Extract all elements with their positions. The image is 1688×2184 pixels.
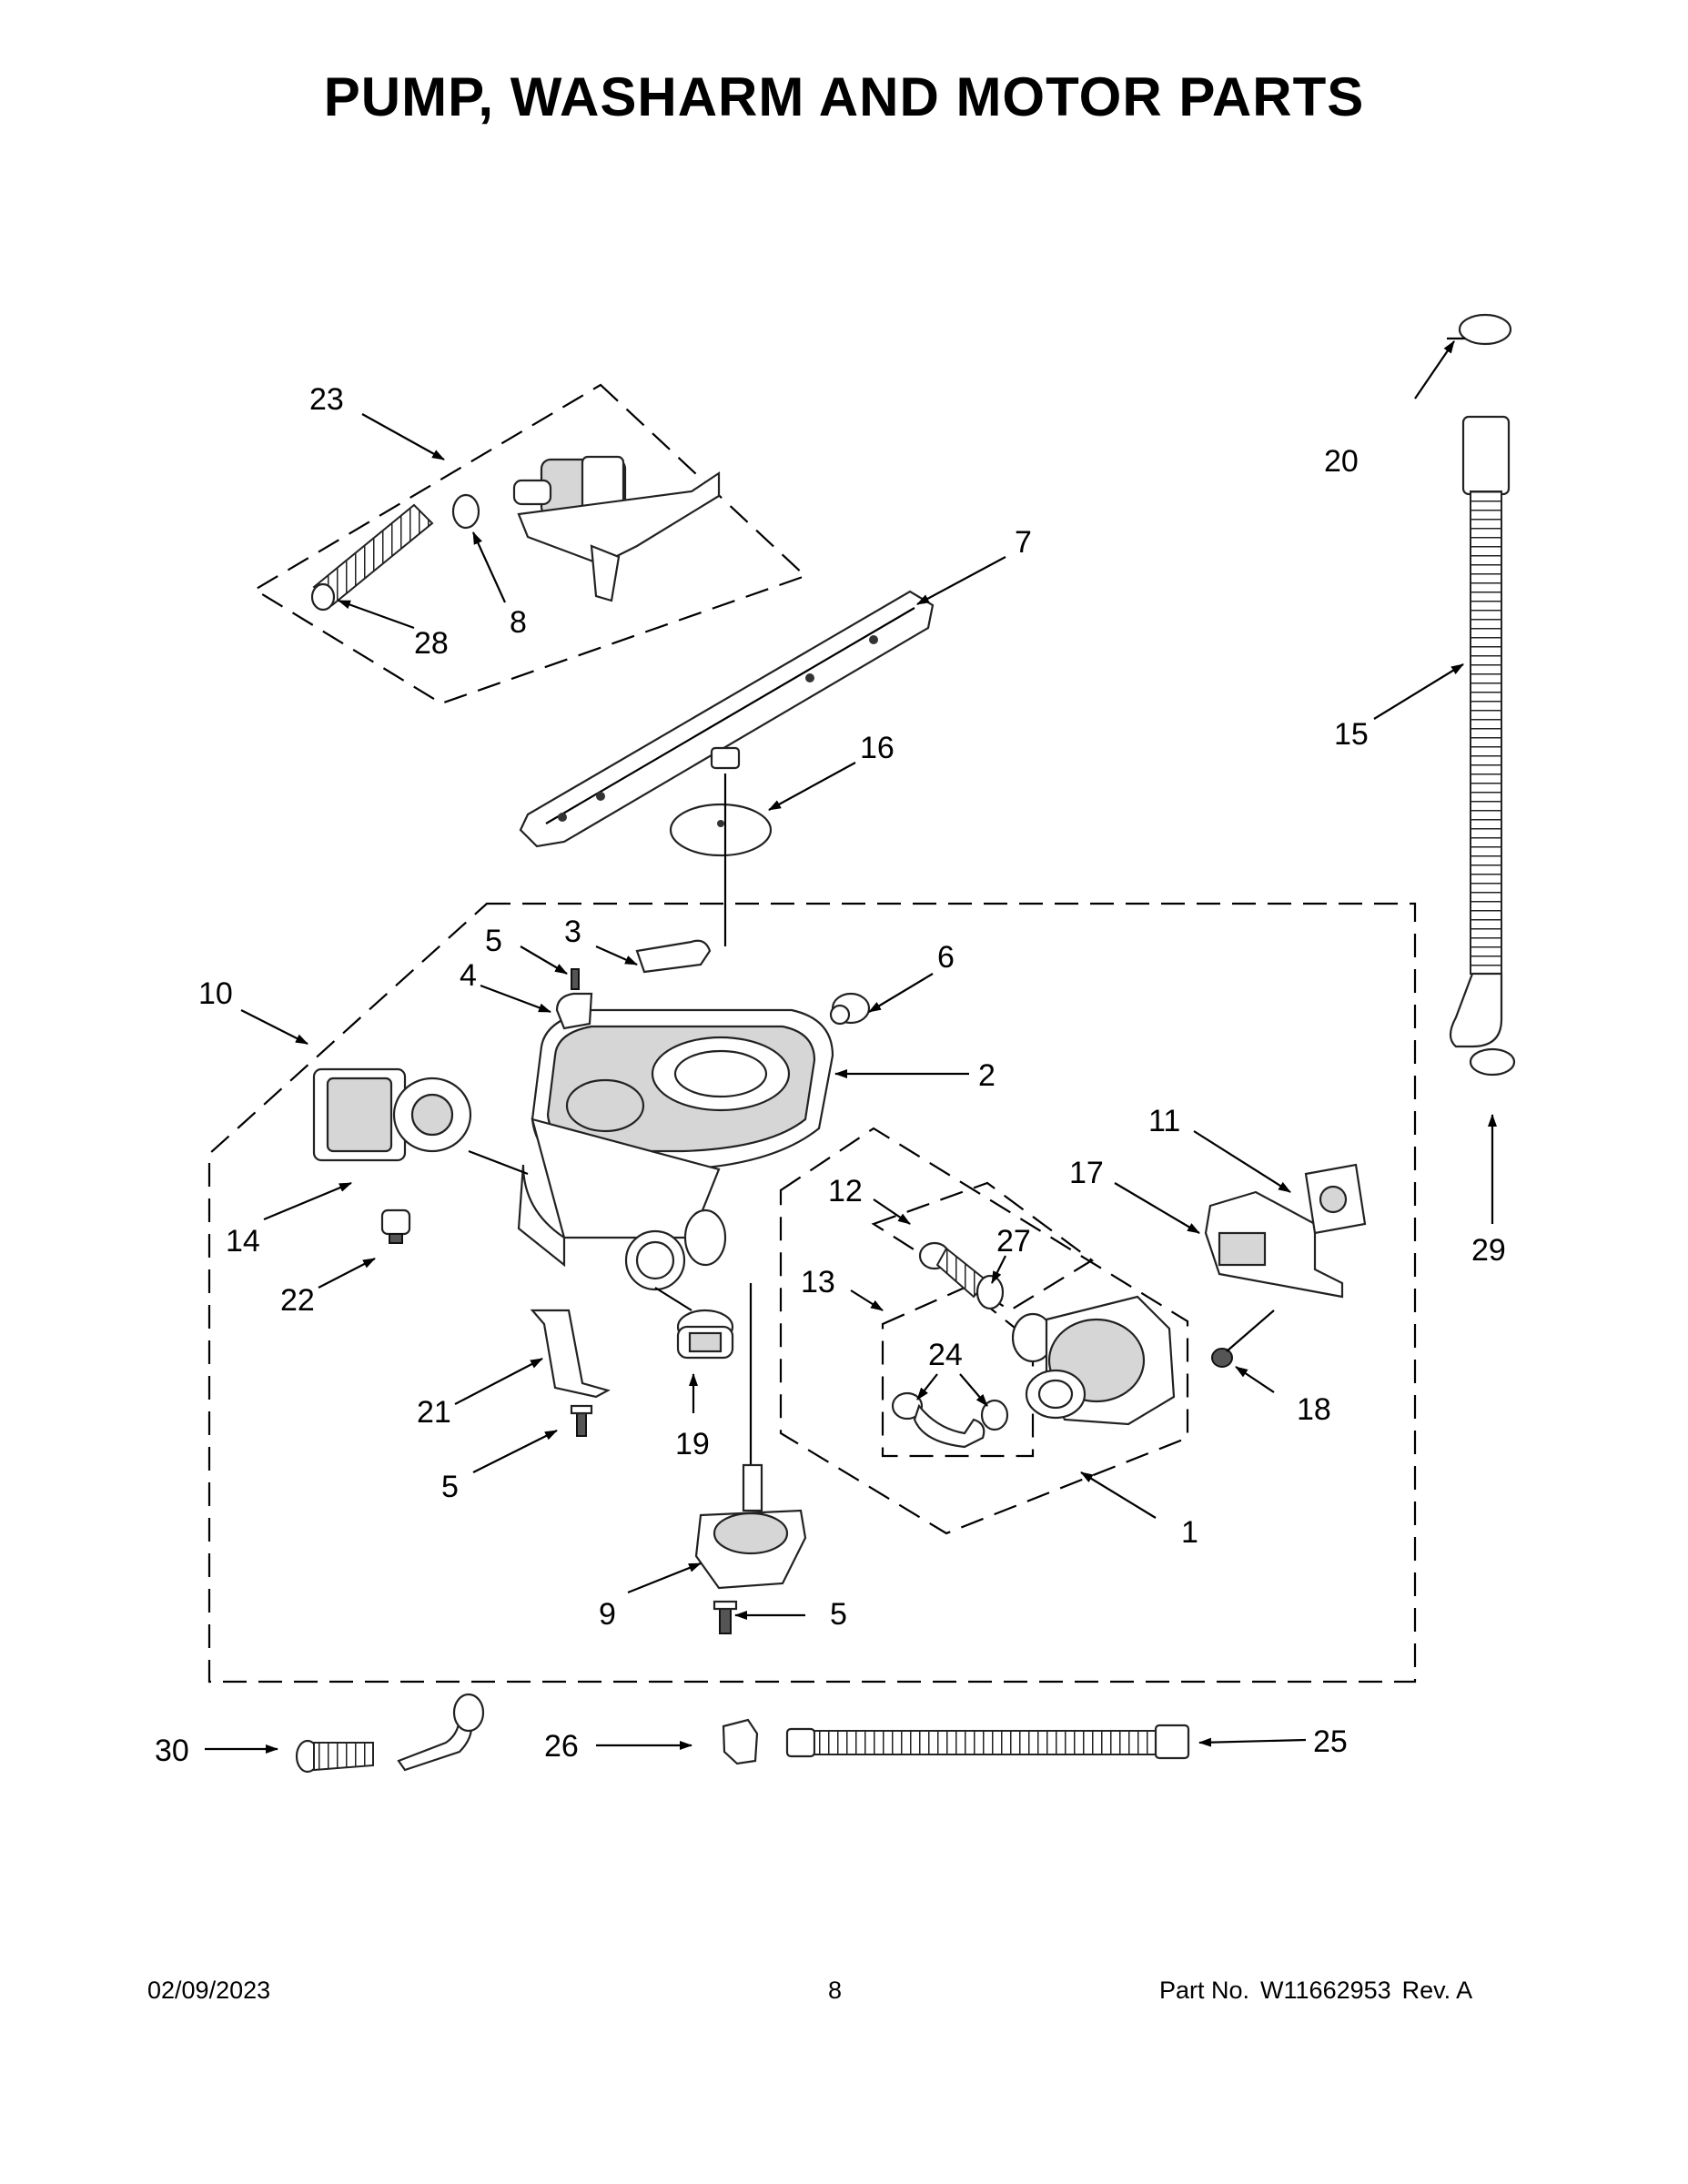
drain-hose-15: [1449, 415, 1511, 1048]
bracket-11: [1304, 1163, 1367, 1235]
callout-18: 18: [1297, 1392, 1331, 1427]
screw-18: [1211, 1348, 1233, 1368]
hose-clamp-8: [451, 493, 480, 530]
drain-pump-14: [312, 1067, 529, 1176]
screw-5-bottom: [713, 1600, 738, 1634]
sump-housing: [517, 1008, 834, 1291]
callout-2: 2: [978, 1058, 996, 1093]
callout-3: 3: [564, 915, 581, 949]
clip-26: [722, 1718, 759, 1765]
callout-6: 6: [937, 940, 955, 975]
sensor-4: [555, 992, 593, 1030]
bracket-3: [635, 939, 712, 974]
thermistor-22: [380, 1208, 411, 1244]
leader-18: [1226, 1309, 1275, 1352]
callout-29: 29: [1471, 1233, 1506, 1268]
turbidity-sensor-19: [676, 1309, 734, 1360]
callout-13: 13: [801, 1265, 835, 1299]
callout-9: 9: [599, 1597, 616, 1632]
callout-28: 28: [414, 626, 449, 661]
callout-22: 22: [280, 1283, 315, 1318]
footer-date: 02/09/2023: [147, 1977, 271, 2004]
screw-5-top: [571, 968, 580, 990]
callout-5-bottom: 5: [830, 1597, 847, 1632]
group-23-outline: [252, 383, 808, 705]
callout-12: 12: [828, 1174, 863, 1208]
callout-20: 20: [1324, 444, 1359, 479]
hose-24: [891, 1391, 1009, 1449]
callout-17: 17: [1069, 1156, 1104, 1190]
group-10-outline: [207, 902, 1417, 1684]
callout-25: 25: [1313, 1724, 1348, 1759]
diverter-assembly-9: [694, 1283, 807, 1590]
callout-4: 4: [460, 958, 477, 993]
callout-14: 14: [226, 1224, 260, 1259]
group-1-outline: [779, 1127, 1189, 1535]
arrow-leaders: [205, 340, 1497, 1754]
grommet-6: [829, 992, 871, 1026]
callout-15: 15: [1334, 717, 1369, 752]
callout-8: 8: [510, 605, 527, 640]
part-number-label: Part No.: [1159, 1977, 1250, 2004]
hose-30: [295, 1693, 485, 1774]
leader-sump-to-19: [654, 1287, 692, 1311]
callout-26: 26: [544, 1729, 579, 1764]
page-title: PUMP, WASHARM AND MOTOR PARTS: [323, 66, 1365, 127]
revision-label: Rev. A: [1401, 1977, 1473, 2004]
bracket-21: [530, 1309, 611, 1399]
callout-21: 21: [417, 1395, 451, 1430]
callout-10: 10: [198, 976, 233, 1011]
callout-23: 23: [309, 382, 344, 417]
hose-clamp-29: [1469, 1047, 1516, 1077]
part-number-value: W11662953: [1260, 1977, 1391, 2004]
footer-page-number: 8: [828, 1977, 843, 2004]
hose-28: [310, 503, 434, 612]
callout-19: 19: [675, 1427, 710, 1461]
callout-1: 1: [1181, 1515, 1198, 1550]
callout-7: 7: [1015, 525, 1032, 560]
hose-27: [918, 1241, 1005, 1310]
wash-arm-seal-16: [669, 774, 773, 946]
hose-clamp-20: [1447, 313, 1512, 346]
callout-27: 27: [996, 1224, 1031, 1259]
circulation-pump: [1011, 1295, 1176, 1426]
callout-30: 30: [155, 1734, 189, 1768]
callout-5-top: 5: [485, 924, 502, 958]
diverter-motor-assembly: [512, 455, 721, 602]
callout-11: 11: [1148, 1104, 1180, 1138]
bracket-17: [1204, 1190, 1344, 1299]
hose-25: [785, 1724, 1190, 1760]
screw-5-left: [570, 1404, 593, 1437]
callout-16: 16: [860, 731, 895, 765]
callout-5-left: 5: [441, 1470, 459, 1504]
footer-part-number: Part No. W11662953 Rev. A: [1159, 1977, 1483, 2005]
callout-24: 24: [928, 1338, 963, 1372]
lower-spray-arm: [519, 590, 935, 848]
